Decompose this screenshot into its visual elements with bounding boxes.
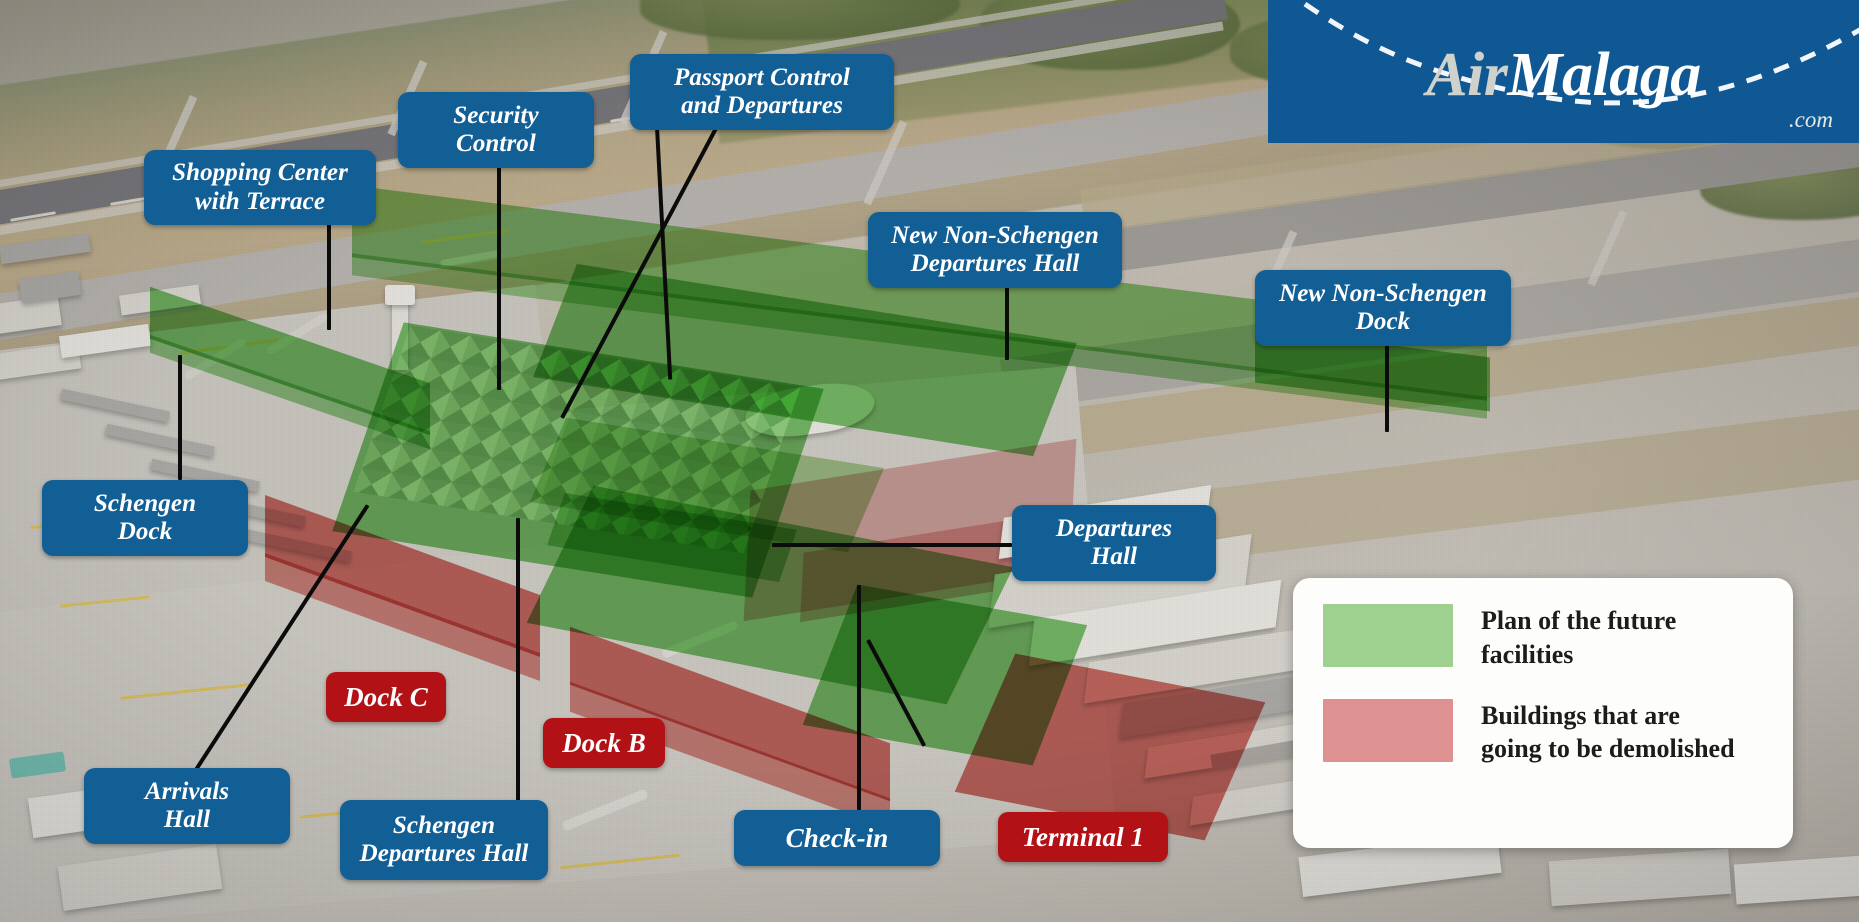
callout-new-non-schengen-dock[interactable]: New Non-Schengen Dock <box>1255 270 1511 346</box>
leader-line-check-in <box>857 585 861 810</box>
leader-line-new-non-schengen-departures-hall <box>1005 272 1009 360</box>
callout-security-control[interactable]: Security Control <box>398 92 594 168</box>
callout-dock-c[interactable]: Dock C <box>326 672 446 722</box>
callout-dock-b[interactable]: Dock B <box>543 718 665 768</box>
legend-label-demolished-buildings: Buildings that are going to be demolishe… <box>1481 700 1735 764</box>
callout-check-in[interactable]: Check-in <box>734 810 940 866</box>
legend-label-future-facilities: Plan of the future facilities <box>1481 606 1677 669</box>
control-tower-top <box>385 285 415 305</box>
leader-line-new-non-schengen-dock <box>1385 337 1389 432</box>
brand-air-text: Air <box>1426 40 1508 109</box>
callout-passport-control-and-departures[interactable]: Passport Control and Departures <box>630 54 894 130</box>
callout-new-non-schengen-departures-hall[interactable]: New Non-Schengen Departures Hall <box>868 212 1122 288</box>
dashed-flight-path-icon <box>1294 0 1859 106</box>
leader-line-departures-hall <box>772 543 1012 547</box>
legend-swatch-green <box>1323 604 1453 667</box>
callout-departures-hall[interactable]: Departures Hall <box>1012 505 1216 581</box>
legend-row-future-facilities: Plan of the future facilities <box>1323 604 1763 672</box>
brand-bar[interactable]: AirMalaga .com <box>1268 0 1859 143</box>
callout-shopping-center-with-terrace[interactable]: Shopping Center with Terrace <box>144 150 376 225</box>
legend-swatch-red <box>1323 698 1453 762</box>
leader-line-schengen-departures-hall <box>516 518 520 803</box>
callout-schengen-departures-hall[interactable]: Schengen Departures Hall <box>340 800 548 880</box>
legend-row-demolished-buildings: Buildings that are going to be demolishe… <box>1323 698 1763 767</box>
callout-schengen-dock[interactable]: Schengen Dock <box>42 480 248 556</box>
leader-line-schengen-dock <box>178 355 182 480</box>
brand-tld-text: .com <box>1788 107 1833 132</box>
callout-terminal-1[interactable]: Terminal 1 <box>998 812 1168 862</box>
legend-panel: Plan of the future facilities Buildings … <box>1293 578 1793 848</box>
brand-wordmark: AirMalaga <box>1426 44 1701 106</box>
brand-malaga-text: Malaga <box>1507 40 1701 109</box>
leader-line-security-control <box>497 140 501 390</box>
callout-arrivals-hall[interactable]: Arrivals Hall <box>84 768 290 844</box>
leader-line-shopping-center <box>327 190 331 330</box>
